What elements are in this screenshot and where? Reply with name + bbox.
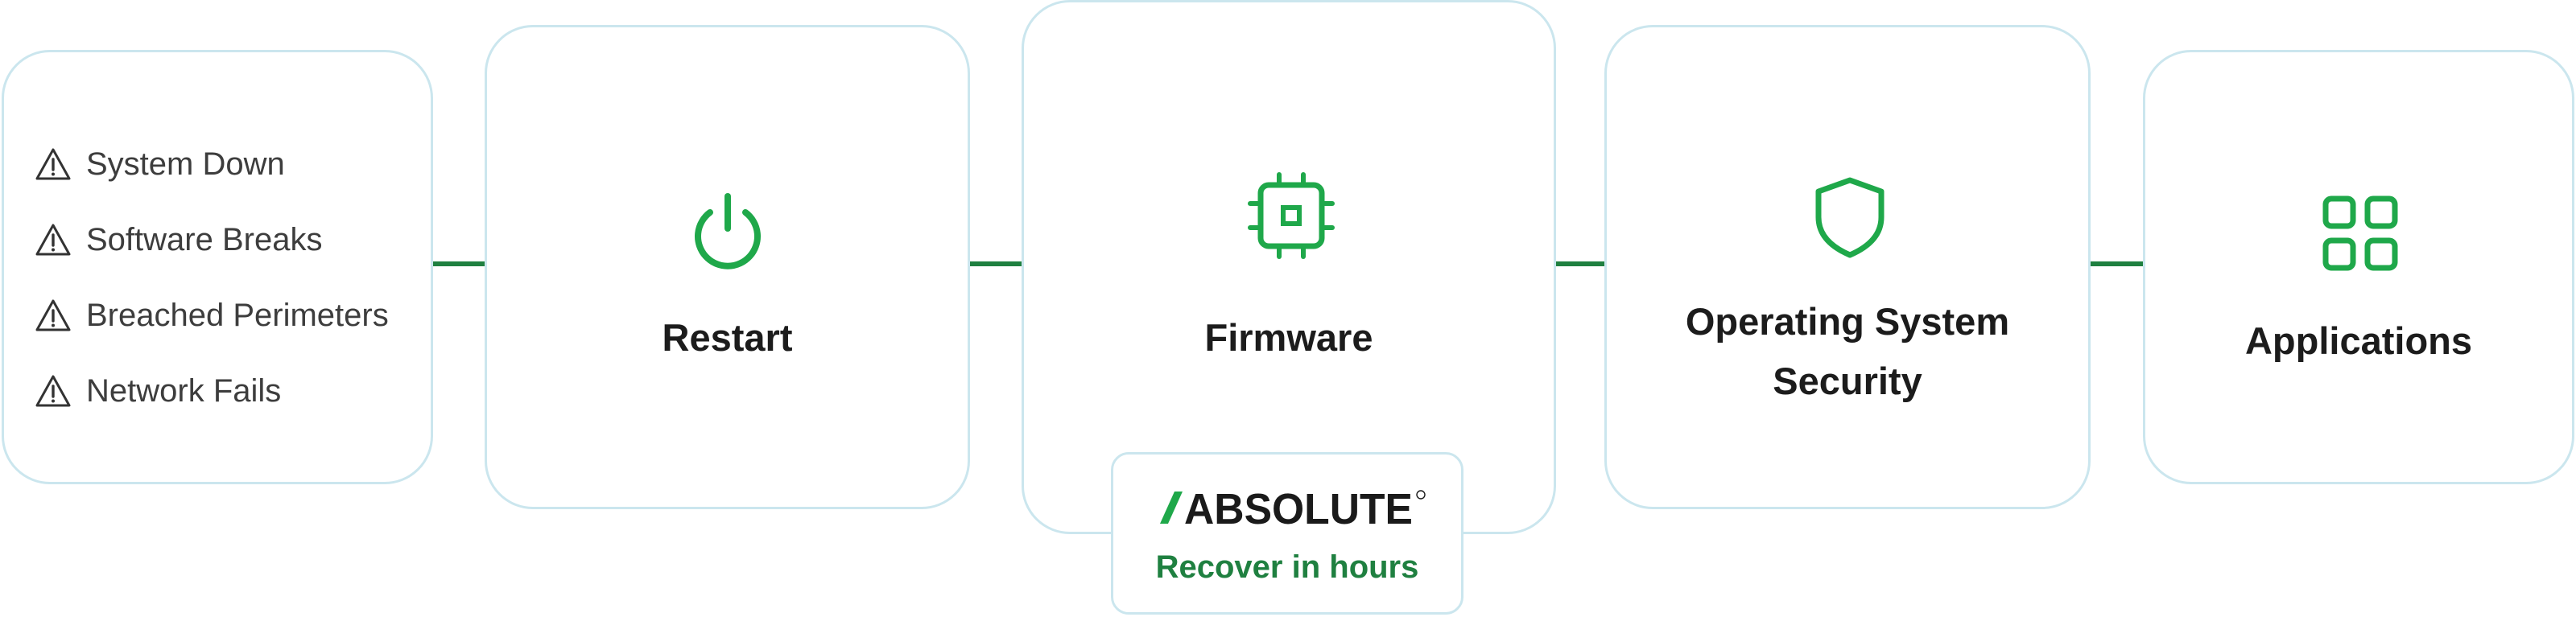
- warning-icon: [35, 375, 71, 407]
- os-security-card: Operating System Security: [1604, 25, 2091, 509]
- issue-item: System Down: [35, 126, 389, 202]
- firmware-title: Firmware: [1204, 316, 1373, 359]
- power-icon: [695, 193, 761, 269]
- issue-item: Breached Perimeters: [35, 278, 389, 353]
- applications-title: Applications: [2244, 319, 2473, 362]
- warning-icon: [35, 299, 71, 331]
- restart-card: Restart: [485, 25, 970, 509]
- warning-icon: [35, 224, 71, 256]
- absolute-badge: ABSOLUTE Recover in hours: [1111, 452, 1463, 615]
- badge-tagline: Recover in hours: [1155, 549, 1419, 585]
- issues-card: System Down Software Breaks Breached Per…: [2, 50, 433, 484]
- applications-card: Applications: [2143, 50, 2574, 484]
- svg-text:ABSOLUTE: ABSOLUTE: [1184, 485, 1413, 533]
- issue-item: Software Breaks: [35, 202, 389, 278]
- shield-icon: [1815, 177, 1885, 258]
- apps-grid-icon: [2322, 195, 2398, 271]
- restart-title: Restart: [662, 316, 793, 359]
- os-security-title-line2: Security: [1773, 360, 1922, 402]
- chip-icon: [1248, 172, 1335, 259]
- issue-item: Network Fails: [35, 353, 389, 429]
- warning-icon: [35, 148, 71, 180]
- firmware-card: Firmware: [1022, 0, 1556, 534]
- issue-label: System Down: [86, 146, 285, 182]
- connector-issues-restart: [433, 261, 488, 266]
- os-security-title-line1: Operating System: [1685, 300, 2010, 343]
- issue-label: Software Breaks: [86, 221, 323, 257]
- issue-list: System Down Software Breaks Breached Per…: [35, 126, 389, 429]
- connector-os-apps: [2088, 261, 2145, 266]
- connector-restart-firmware: [968, 261, 1024, 266]
- issue-label: Network Fails: [86, 372, 282, 409]
- absolute-logo: ABSOLUTE: [1160, 485, 1426, 533]
- connector-firmware-os: [1554, 261, 1607, 266]
- issue-label: Breached Perimeters: [86, 297, 389, 333]
